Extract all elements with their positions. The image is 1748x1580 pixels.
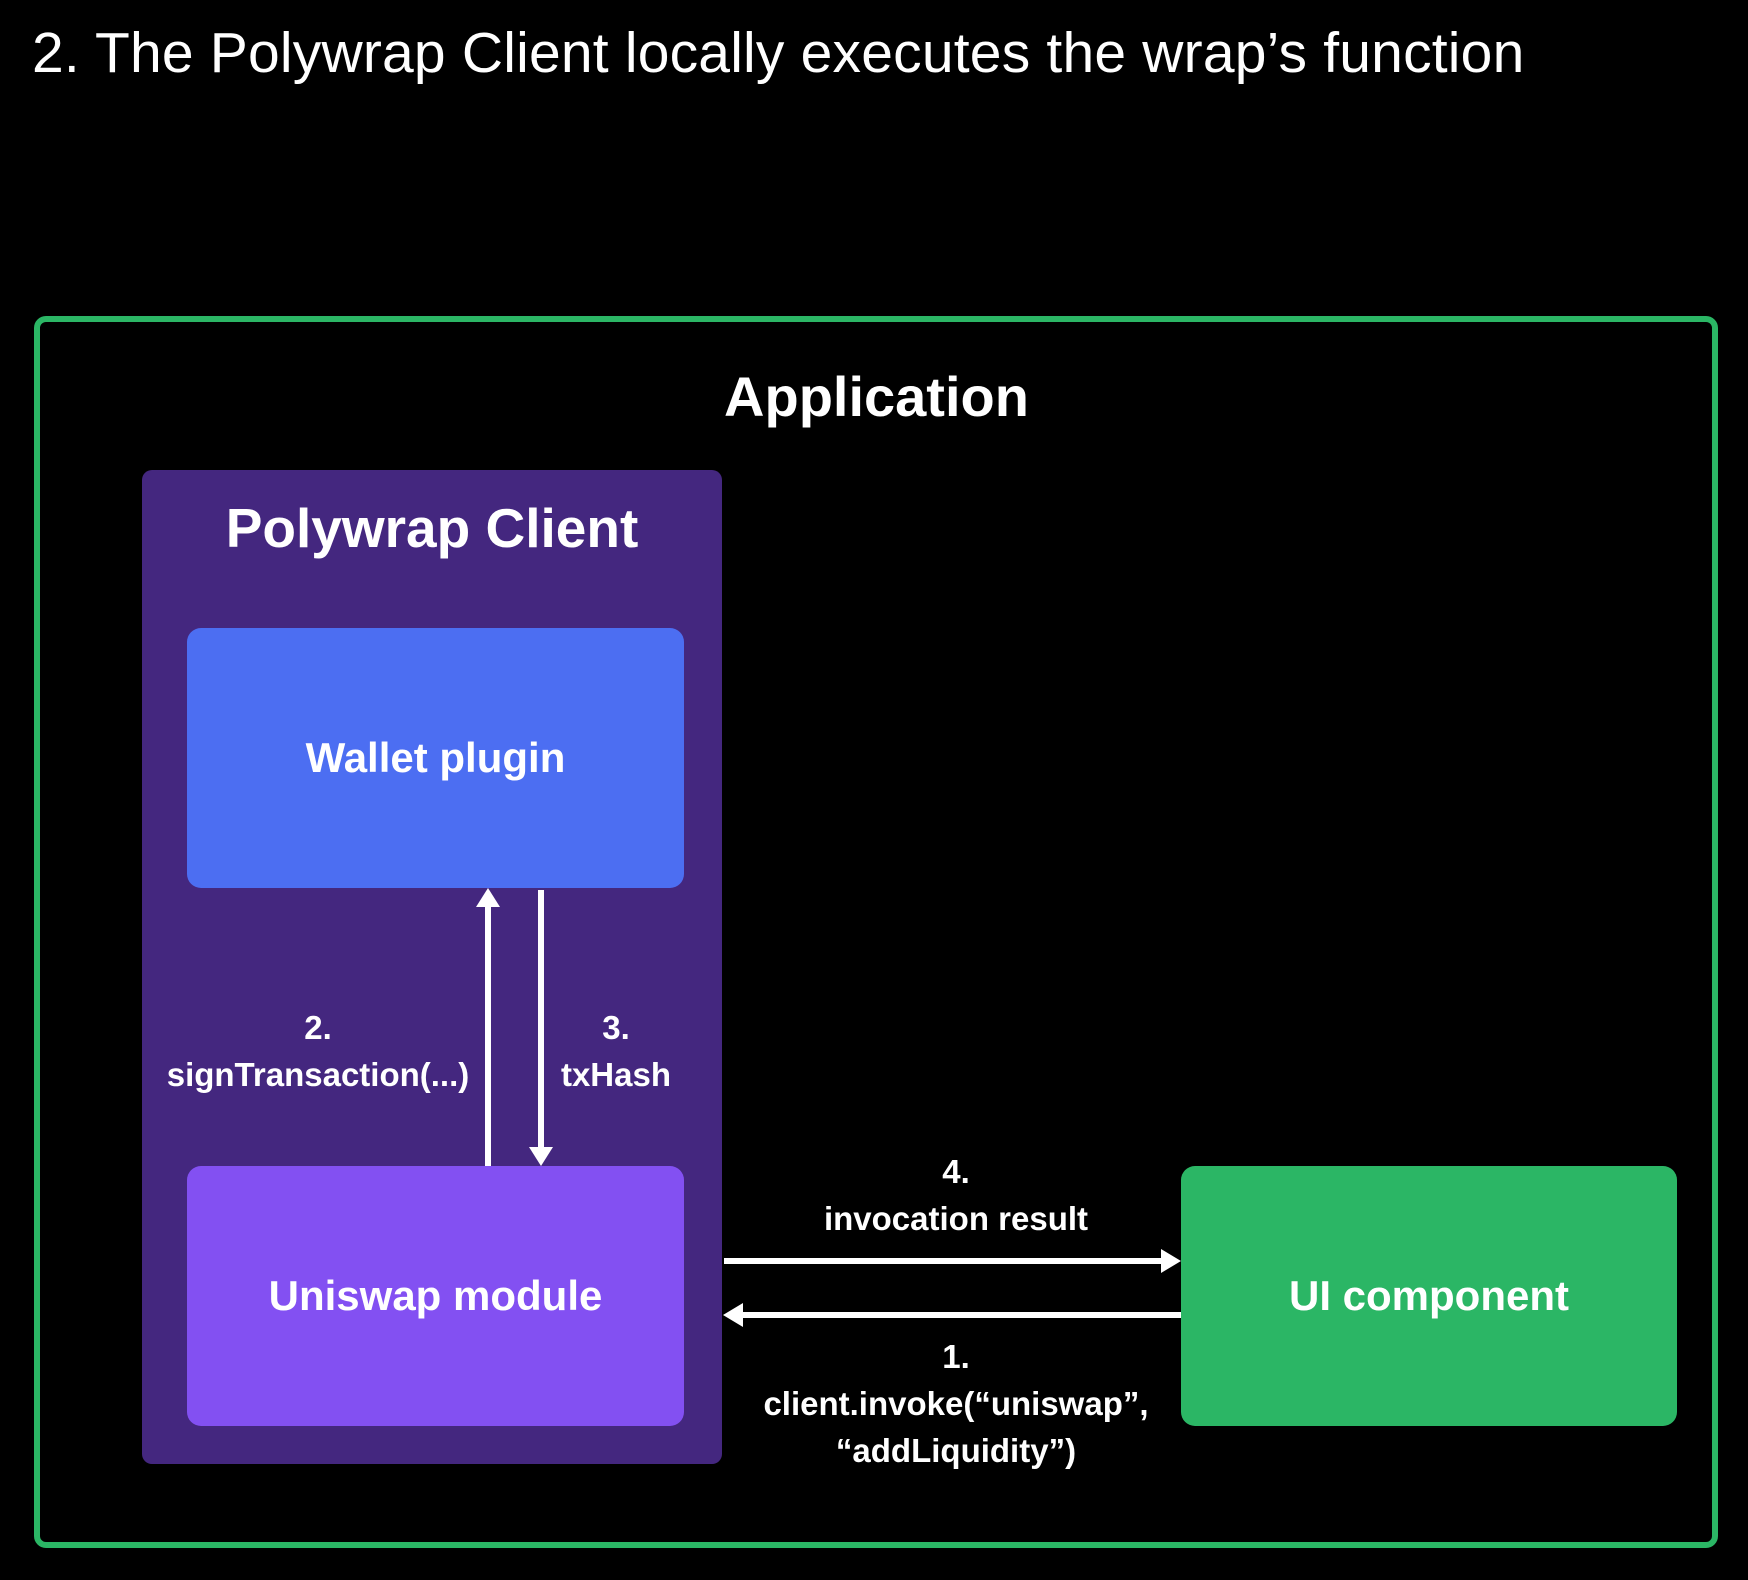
page-title: 2. The Polywrap Client locally executes …	[32, 21, 1525, 85]
ui-component-label: UI component	[1289, 1272, 1569, 1319]
step2-label: 2. signTransaction(...)	[150, 1004, 486, 1098]
step3-arrow	[529, 890, 553, 1166]
step3-text: txHash	[560, 1056, 672, 1093]
step2-arrow	[476, 888, 500, 1166]
step1-label: 1. client.invoke(“uniswap”, “addLiquidit…	[730, 1333, 1182, 1474]
step4-text: invocation result	[823, 1200, 1089, 1237]
polywrap-client-label: Polywrap Client	[225, 497, 639, 559]
step2-number: 2.	[304, 1009, 332, 1046]
wallet-plugin-box: Wallet plugin	[187, 628, 684, 888]
step2-text: signTransaction(...)	[166, 1056, 470, 1093]
step1-line2: “addLiquidity”)	[835, 1432, 1077, 1469]
application-frame	[34, 316, 1718, 1548]
uniswap-module-box: Uniswap module	[187, 1166, 684, 1426]
step3-label: 3. txHash	[546, 1004, 686, 1098]
step3-number: 3.	[602, 1009, 630, 1046]
application-label: Application	[724, 365, 1029, 428]
wallet-plugin-label: Wallet plugin	[305, 734, 566, 781]
step1-arrow	[723, 1303, 1181, 1327]
step1-line1: client.invoke(“uniswap”,	[763, 1385, 1149, 1422]
step4-label: 4. invocation result	[760, 1148, 1152, 1242]
step1-number: 1.	[942, 1338, 970, 1375]
ui-component-box: UI component	[1181, 1166, 1677, 1426]
step4-arrow	[724, 1249, 1181, 1273]
uniswap-module-label: Uniswap module	[268, 1272, 603, 1319]
step4-number: 4.	[942, 1153, 970, 1190]
